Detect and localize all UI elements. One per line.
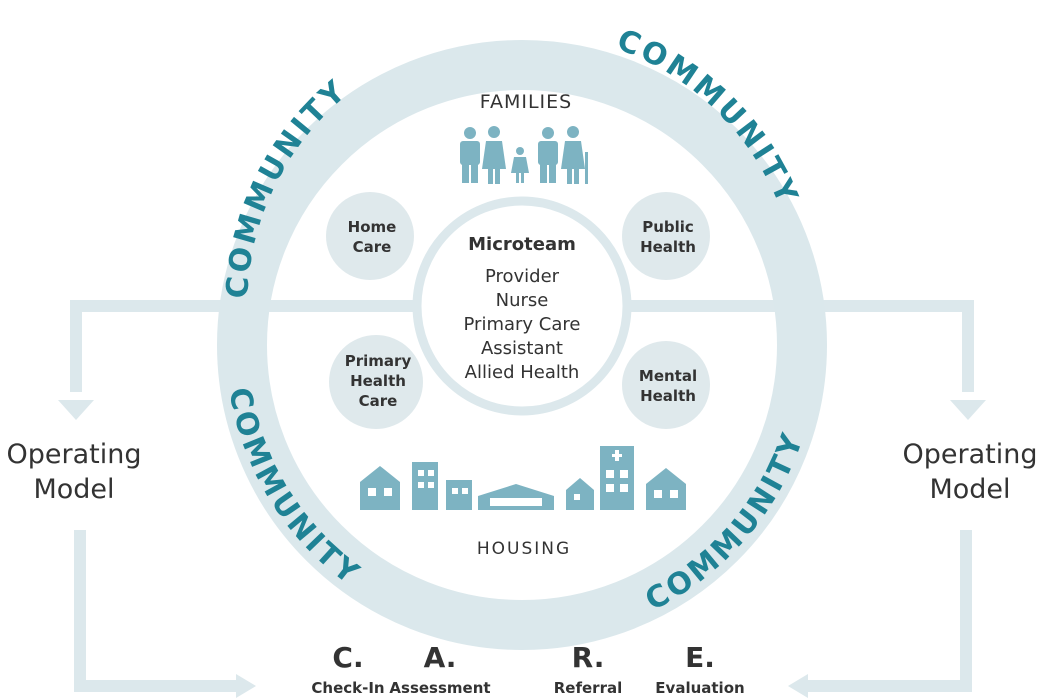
home-care-label: Care [353, 238, 392, 256]
operating-model-left-label: Model [33, 474, 114, 505]
public-health-label: Public [642, 218, 694, 236]
family-icon [460, 126, 588, 184]
mental-health-label: Health [640, 387, 696, 405]
primary-health-care-node: Primary Health Care [329, 335, 423, 429]
mental-health-node: Mental Health [622, 341, 710, 429]
care-step-letter: E. [685, 641, 715, 674]
care-step-letter: R. [572, 641, 605, 674]
housing-windows [368, 450, 678, 506]
right-top-connector [810, 300, 974, 392]
primary-health-care-label: Primary [345, 352, 412, 370]
left-bottom-connector [74, 530, 238, 692]
care-step-label: Assessment [389, 679, 490, 697]
microteam-member: Allied Health [465, 362, 580, 383]
home-care-label: Home [348, 218, 397, 236]
left-top-connector [70, 300, 230, 392]
microteam-member: Nurse [496, 290, 549, 311]
community-ring [217, 40, 827, 650]
primary-health-care-label: Health [350, 372, 406, 390]
operating-model-right-label: Model [929, 474, 1010, 505]
community-label-bottom-right: COMMUNITY [640, 427, 812, 618]
care-step-letter: A. [424, 641, 457, 674]
microteam-title: Microteam [468, 234, 576, 255]
right-left-arrow [788, 674, 808, 698]
microteam-member: Provider [485, 266, 560, 287]
care-step-letter: C. [332, 641, 363, 674]
right-bottom-connector [806, 530, 972, 692]
left-down-arrow [58, 400, 94, 420]
care-step-label: Evaluation [655, 679, 744, 697]
operating-model-right-label: Operating [903, 439, 1038, 470]
microteam-member: Assistant [481, 338, 563, 359]
care-step-label: Referral [554, 679, 622, 697]
care-steps: C. Check-In A. Assessment R. Referral E.… [311, 641, 744, 697]
housing-label: HOUSING [477, 539, 571, 559]
microteam-member: Primary Care [464, 314, 581, 335]
public-health-node: Public Health [622, 192, 710, 280]
mental-health-label: Mental [639, 367, 697, 385]
primary-health-care-label: Care [359, 392, 398, 410]
public-health-label: Health [640, 238, 696, 256]
families-label: FAMILIES [480, 91, 572, 113]
right-down-arrow [950, 400, 986, 420]
care-step-label: Check-In [311, 679, 384, 697]
connector-arrowheads [58, 400, 986, 698]
left-right-arrow [236, 674, 256, 698]
operating-model-left-label: Operating [7, 439, 142, 470]
home-care-node: Home Care [326, 192, 414, 280]
microteam-circle [412, 196, 632, 416]
